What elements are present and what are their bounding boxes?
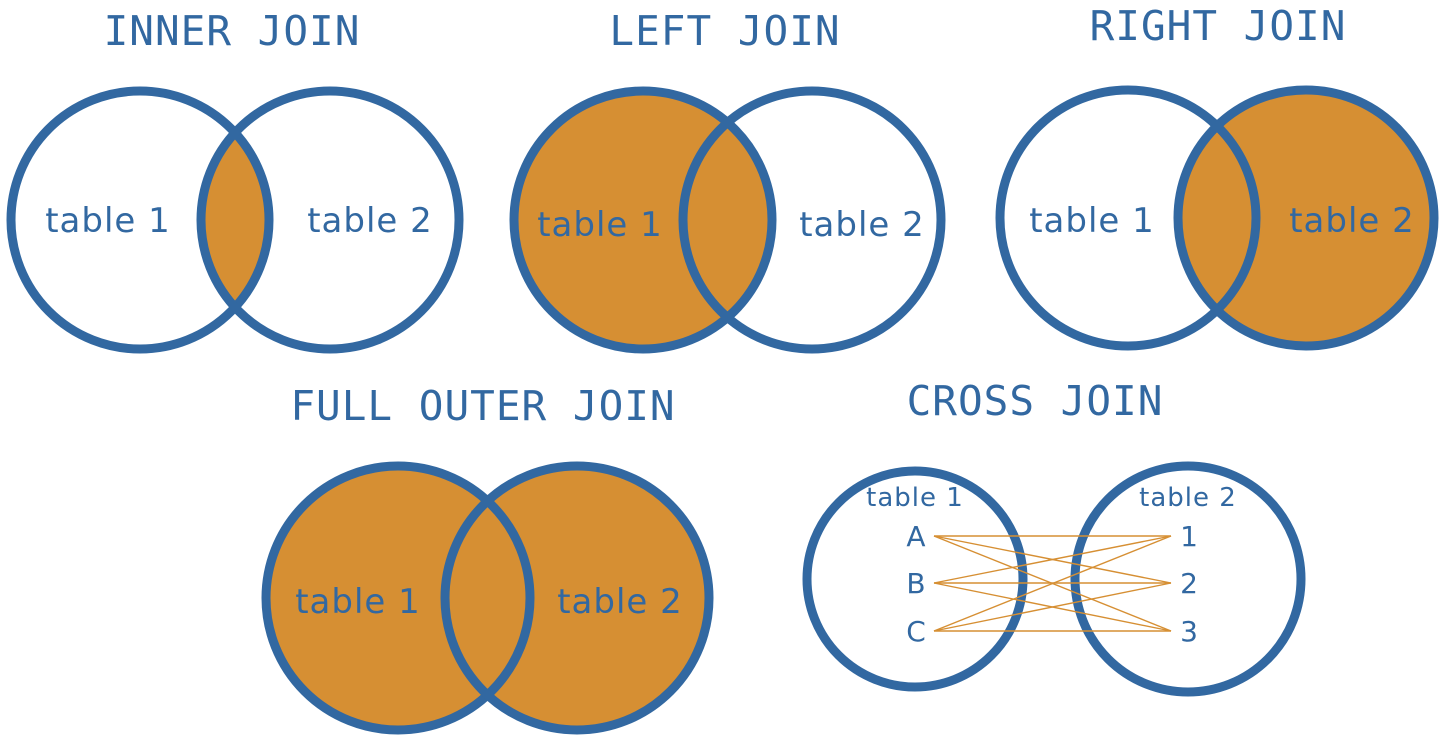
cross-join-left-item: C	[906, 615, 926, 648]
inner-join-right-circle	[196, 86, 464, 354]
left-join-left-label: table 1	[537, 205, 663, 245]
cross-join-connector-line	[933, 535, 1172, 632]
right-join-title: RIGHT JOIN	[1090, 2, 1347, 50]
inner-join-diagram: INNER JOIN table 1 table 2	[6, 7, 464, 354]
cross-join-right-label: table 2	[1139, 483, 1237, 513]
cross-join-left-circle	[802, 466, 1028, 692]
full-outer-join-left-circle	[261, 461, 535, 735]
left-join-diagram: LEFT JOIN table 1 table 2	[509, 7, 946, 354]
inner-join-left-circle	[6, 86, 274, 354]
right-join-left-label: table 1	[1029, 201, 1155, 241]
full-outer-join-left-label: table 1	[295, 582, 421, 622]
cross-join-title: CROSS JOIN	[907, 377, 1164, 425]
inner-join-title: INNER JOIN	[104, 7, 361, 55]
cross-join-left-item: A	[906, 520, 925, 553]
left-join-right-label: table 2	[799, 205, 925, 245]
cross-join-right-item: 2	[1180, 567, 1198, 600]
right-join-right-label: table 2	[1289, 201, 1415, 241]
cross-join-right-item: 3	[1180, 615, 1198, 648]
cross-join-connector-line	[933, 582, 1172, 632]
cross-join-right-circle	[1070, 461, 1306, 697]
cross-join-left-item: B	[906, 567, 925, 600]
cross-join-diagram: CROSS JOIN table 1 table 2 A B C 1 2 3	[802, 377, 1306, 697]
left-join-left-circle	[509, 86, 777, 354]
right-join-left-circle	[995, 85, 1261, 351]
full-outer-join-right-label: table 2	[557, 582, 683, 622]
left-join-right-circle	[678, 86, 946, 354]
cross-join-connectors	[933, 535, 1172, 632]
full-outer-join-title: FULL OUTER JOIN	[290, 382, 675, 430]
cross-join-left-label: table 1	[866, 483, 964, 513]
inner-join-left-label: table 1	[45, 201, 171, 241]
right-join-diagram: RIGHT JOIN table 1 table 2	[995, 2, 1439, 351]
cross-join-connector-line	[933, 535, 1172, 584]
full-outer-join-diagram: FULL OUTER JOIN table 1 table 2	[261, 382, 714, 735]
inner-join-right-label: table 2	[307, 201, 433, 241]
left-join-title: LEFT JOIN	[609, 7, 840, 55]
right-join-right-circle	[1173, 85, 1439, 351]
full-outer-join-right-circle	[440, 461, 714, 735]
cross-join-right-item: 1	[1180, 520, 1198, 553]
left-join-left-fill	[514, 91, 772, 349]
